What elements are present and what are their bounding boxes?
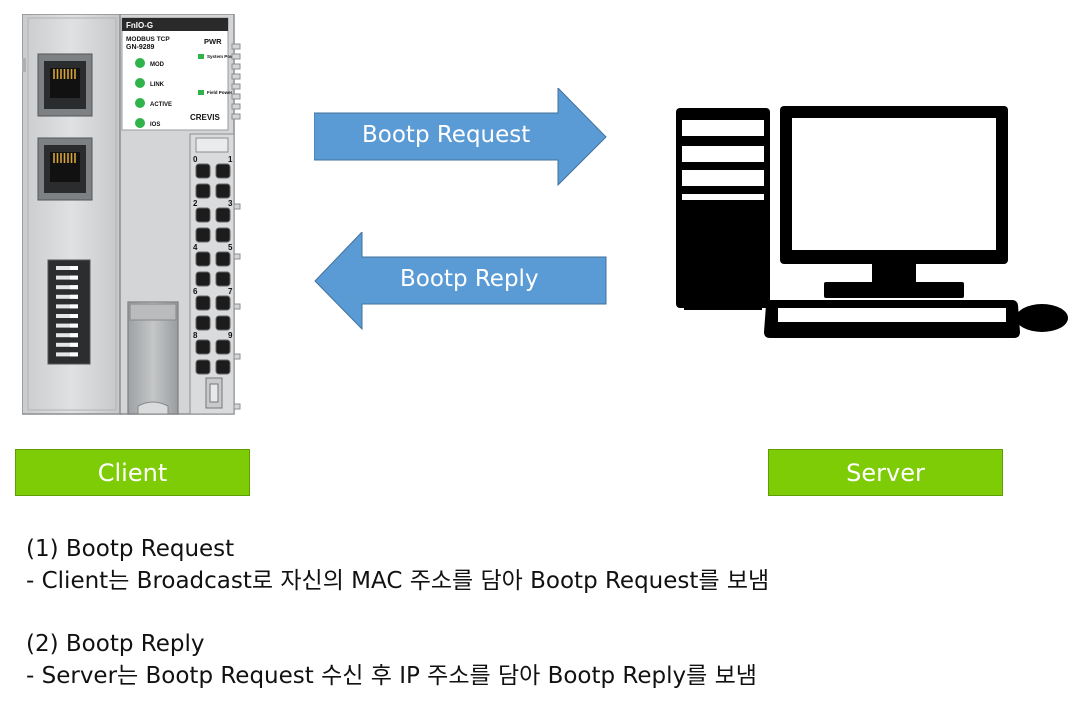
dip-switch-slot: [56, 314, 78, 318]
dip-switch-toggle: [70, 342, 78, 347]
led-label-link: LINK: [150, 82, 165, 88]
terminal-hole: [215, 163, 231, 179]
dip-switch-toggle: [70, 275, 78, 280]
terminal-hole: [215, 207, 231, 223]
led-label-active: ACTIVE: [150, 102, 172, 108]
ethernet-port-2: [37, 137, 93, 201]
led-label-ios: IOS: [150, 122, 160, 128]
terminal-number: 7: [228, 287, 233, 296]
dip-switch-toggle: [70, 333, 78, 338]
terminal-hole: [195, 227, 211, 243]
dip-switch-toggle: [70, 266, 78, 270]
terminal-number: 9: [228, 331, 233, 340]
dip-switch-toggle: [70, 314, 78, 318]
terminal-hole: [215, 359, 231, 375]
led-link: [135, 78, 145, 88]
device-model-line2: GN-9289: [126, 44, 155, 51]
terminal-number: 4: [193, 243, 198, 252]
bootp-request-arrow: [314, 88, 607, 186]
led-active: [135, 98, 145, 108]
terminal-hole: [195, 339, 211, 355]
terminal-hole: [215, 271, 231, 287]
terminal-hole: [215, 183, 231, 199]
led-mod: [135, 58, 145, 68]
terminal-number: 3: [228, 199, 233, 208]
dip-switch-toggle: [70, 352, 78, 357]
server-label: Server: [768, 449, 1003, 496]
dip-switch-slot: [56, 275, 78, 280]
maker-logo: CREVIS: [190, 113, 220, 122]
dip-switch-toggle: [70, 304, 78, 309]
system-power-label: System Power: [207, 54, 238, 59]
terminal-hole: [195, 271, 211, 287]
terminal-hole: [215, 227, 231, 243]
field-power-label: Field Power: [207, 90, 233, 95]
terminal-number: 2: [193, 199, 198, 208]
din-latch: [127, 301, 179, 415]
description-line-2: - Client는 Broadcast로 자신의 MAC 주소를 담아 Boot…: [26, 568, 770, 594]
dip-switch-slot: [56, 266, 78, 270]
system-power-led: [198, 54, 204, 59]
field-power-led: [198, 90, 204, 95]
dip-switch-toggle: [70, 323, 78, 328]
bootp-reply-label: Bootp Reply: [400, 266, 539, 292]
dip-switch-slot: [56, 323, 78, 328]
description-line-1: (1) Bootp Request: [26, 536, 235, 562]
terminal-hole: [195, 163, 211, 179]
dip-switch-slot: [56, 342, 78, 347]
client-label: Client: [15, 449, 250, 496]
dip-switch-toggle: [70, 294, 78, 299]
bootp-request-label: Bootp Request: [362, 122, 531, 148]
terminal-number: 1: [228, 155, 233, 164]
pwr-label: PWR: [204, 37, 222, 46]
device-brand-line: FnIO-G: [126, 21, 153, 30]
description-line-4: - Server는 Bootp Request 수신 후 IP 주소를 담아 B…: [26, 663, 757, 689]
terminal-hole: [215, 339, 231, 355]
terminal-hole: [195, 251, 211, 267]
dip-switch-slot: [56, 304, 78, 309]
terminal-hole: [195, 183, 211, 199]
terminal-hole: [215, 315, 231, 331]
terminal-number: 0: [193, 155, 198, 164]
server-computer-icon: [676, 106, 1068, 338]
terminal-hole: [215, 295, 231, 311]
terminal-number: 8: [193, 331, 198, 340]
dip-switch: [47, 259, 91, 365]
client-device-illustration: FnIO-G MODBUS TCP GN-9289 PWR System Pow…: [22, 14, 241, 415]
device-model-line1: MODBUS TCP: [126, 36, 170, 43]
terminal-hole: [215, 251, 231, 267]
dip-switch-slot: [56, 333, 78, 338]
terminal-hole: [195, 315, 211, 331]
led-ios: [135, 118, 145, 128]
ethernet-port-1: [37, 53, 93, 117]
dip-switch-slot: [56, 352, 78, 357]
terminal-hole: [195, 207, 211, 223]
terminal-hole: [195, 359, 211, 375]
dip-switch-slot: [56, 285, 78, 290]
terminal-number: 6: [193, 287, 198, 296]
led-label-mod: MOD: [150, 62, 165, 68]
dip-switch-slot: [56, 294, 78, 299]
description-line-3: (2) Bootp Reply: [26, 631, 205, 657]
bootp-reply-arrow: [314, 232, 607, 330]
dip-switch-toggle: [70, 285, 78, 290]
terminal-hole: [195, 295, 211, 311]
terminal-number: 5: [228, 243, 233, 252]
